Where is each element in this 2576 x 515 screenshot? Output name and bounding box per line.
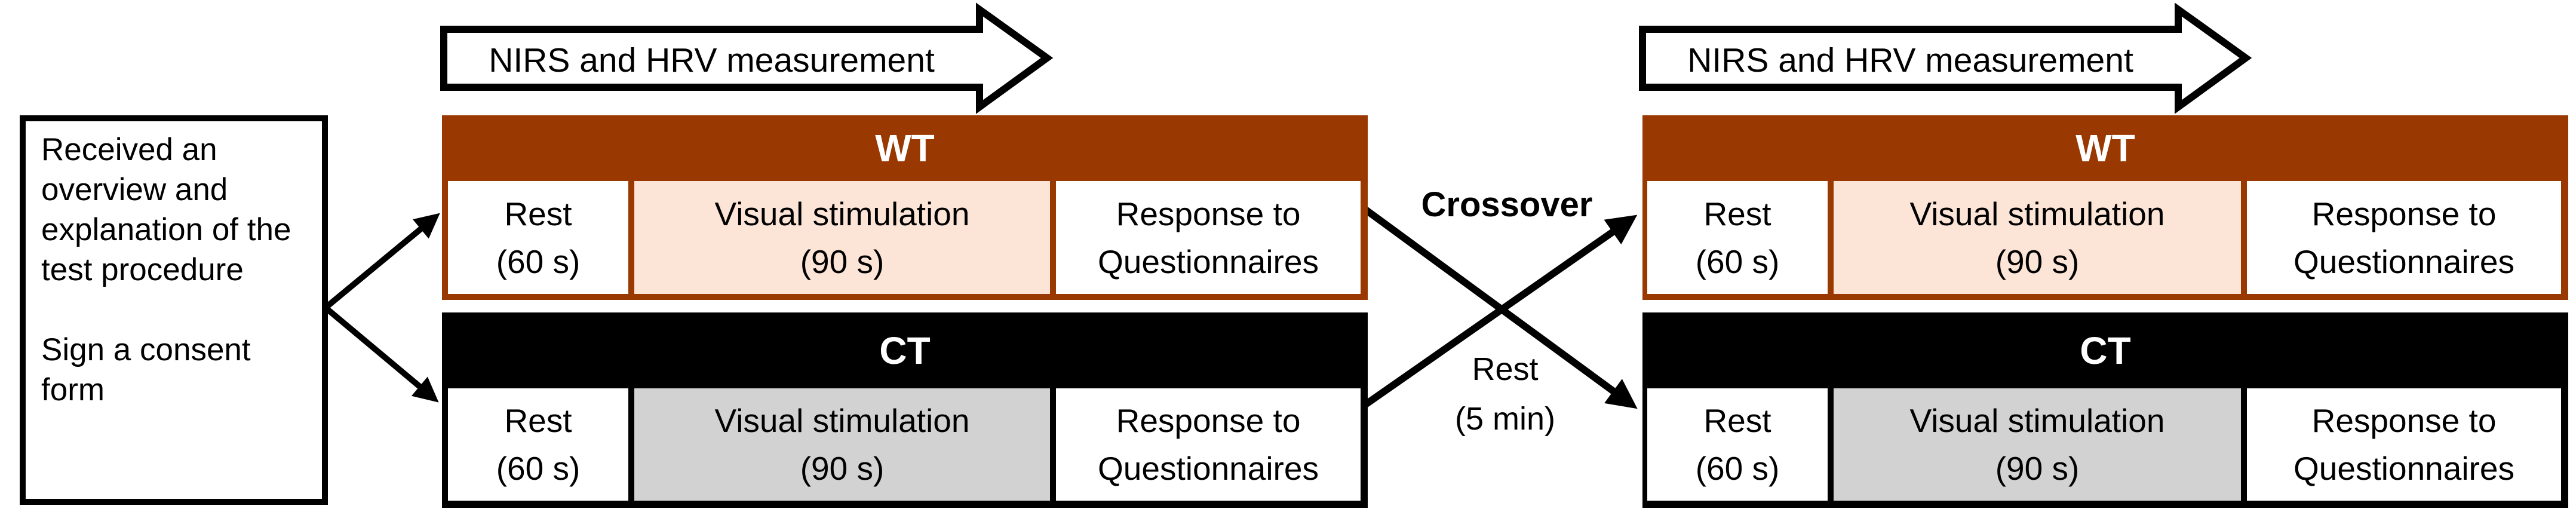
cell-line: (90 s) — [800, 243, 885, 280]
cell-line: Questionnaires — [2293, 450, 2514, 487]
rest-between-line2: (5 min) — [1454, 401, 1555, 437]
session-block-right-wt: WT Rest (60 s) Visual stimulation (90 s)… — [1642, 115, 2568, 300]
cell-line: Questionnaires — [1098, 450, 1319, 487]
measurement-arrow-left-label: NIRS and HRV measurement — [489, 41, 935, 79]
crossover-arrow-ct-to-wt — [1361, 214, 1638, 409]
cell-line: Rest — [504, 195, 572, 232]
consent-paragraph-2: Sign a consent form — [41, 332, 251, 407]
cell-line: Visual stimulation — [1909, 402, 2165, 439]
cell-line: Response to — [1116, 402, 1301, 439]
cell-line: Visual stimulation — [1909, 195, 2165, 232]
cell-line: Response to — [1116, 195, 1301, 232]
cell-visual-stimulation: Visual stimulation (90 s) — [1834, 388, 2241, 501]
consent-paragraph-1: Received an overview and explanation of … — [41, 132, 291, 287]
cell-questionnaires: Response to Questionnaires — [2247, 388, 2561, 501]
cell-line: (60 s) — [1695, 243, 1780, 280]
rest-between-line1: Rest — [1472, 351, 1539, 387]
cell-rest: Rest (60 s) — [448, 388, 628, 501]
session-block-right-ct: CT Rest (60 s) Visual stimulation (90 s)… — [1642, 312, 2568, 508]
session-header-wt: WT — [875, 127, 935, 170]
crossover-arrow-wt-to-ct — [1360, 204, 1638, 409]
session-block-left-ct: CT Rest (60 s) Visual stimulation (90 s)… — [442, 312, 1368, 508]
cell-rest: Rest (60 s) — [448, 181, 628, 294]
cell-questionnaires: Response to Questionnaires — [1056, 388, 1361, 501]
crossover-label: Crossover — [1421, 185, 1593, 224]
cell-rest: Rest (60 s) — [1647, 388, 1828, 501]
rest-between-label: Rest (5 min) — [1386, 345, 1625, 444]
cell-line: Response to — [2311, 402, 2497, 439]
cell-visual-stimulation: Visual stimulation (90 s) — [634, 181, 1050, 294]
cell-line: Visual stimulation — [714, 402, 970, 439]
session-header-wt: WT — [2075, 127, 2135, 170]
cell-line: Rest — [504, 402, 572, 439]
cell-line: (90 s) — [800, 450, 885, 487]
cell-line: (60 s) — [496, 450, 581, 487]
cell-line: (60 s) — [496, 243, 581, 280]
consent-box: Received an overview and explanation of … — [20, 115, 328, 505]
cell-line: Questionnaires — [1098, 243, 1319, 280]
session-header-ct: CT — [879, 329, 931, 372]
cell-line: Visual stimulation — [714, 195, 970, 232]
cell-line: Rest — [1703, 195, 1771, 232]
cell-line: (90 s) — [1995, 450, 2080, 487]
cell-line: Questionnaires — [2293, 243, 2514, 280]
connector-arrow-to-ct — [323, 305, 439, 403]
cell-line: (60 s) — [1695, 450, 1780, 487]
cell-questionnaires: Response to Questionnaires — [2247, 181, 2561, 294]
session-block-left-wt: WT Rest (60 s) Visual stimulation (90 s)… — [442, 115, 1368, 300]
cell-line: (90 s) — [1995, 243, 2080, 280]
measurement-block-arrow-left — [440, 2, 1054, 114]
session-header-ct: CT — [2080, 329, 2131, 372]
cell-line: Rest — [1703, 402, 1771, 439]
connector-arrow-to-wt — [323, 213, 440, 310]
cell-line: Response to — [2311, 195, 2497, 232]
measurement-block-arrow-right — [1639, 2, 2252, 114]
cell-rest: Rest (60 s) — [1647, 181, 1828, 294]
cell-questionnaires: Response to Questionnaires — [1056, 181, 1361, 294]
cell-visual-stimulation: Visual stimulation (90 s) — [1834, 181, 2241, 294]
cell-visual-stimulation: Visual stimulation (90 s) — [634, 388, 1050, 501]
measurement-arrow-right-label: NIRS and HRV measurement — [1687, 41, 2133, 79]
